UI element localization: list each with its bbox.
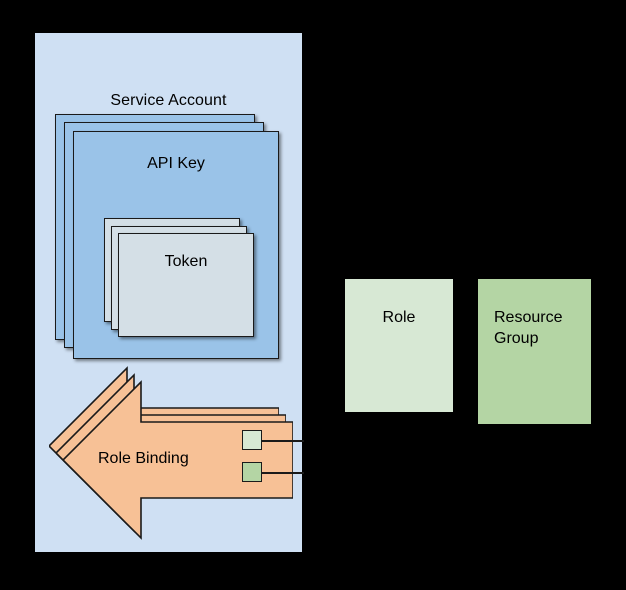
token-card-front[interactable]: [118, 233, 254, 337]
token-label: Token: [164, 253, 208, 270]
role-binding-label: Role Binding: [98, 450, 189, 467]
resource-group-box[interactable]: Resource Group: [478, 279, 591, 424]
role-box[interactable]: Role: [345, 279, 453, 412]
role-binding-arrow-front[interactable]: [63, 380, 293, 540]
resource-group-box-label: Resource Group: [494, 309, 563, 347]
connector-role-binding-to-resource-group: [262, 472, 304, 474]
resource-group-port-square[interactable]: [242, 462, 262, 482]
role-port-square[interactable]: [242, 430, 262, 450]
role-box-label: Role: [382, 309, 416, 326]
service-account-label: Service Account: [110, 92, 227, 109]
api-key-label: API Key: [147, 155, 205, 172]
connector-role-binding-to-role: [262, 440, 304, 442]
